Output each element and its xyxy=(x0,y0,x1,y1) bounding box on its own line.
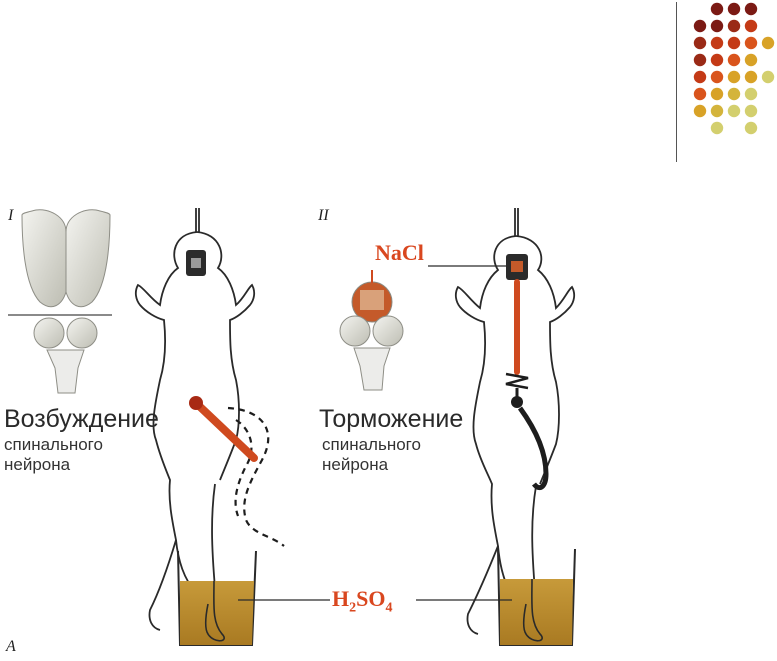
dot-grid-decoration xyxy=(693,2,775,135)
stimulation-point xyxy=(189,396,203,410)
decor-dot xyxy=(744,36,758,50)
decor-dot xyxy=(693,104,707,118)
excitation-title: Возбуждение xyxy=(4,405,159,433)
brain-window-fill xyxy=(511,261,523,272)
decor-dot xyxy=(710,2,724,16)
decor-dot xyxy=(727,53,741,67)
decor-dot xyxy=(727,87,741,101)
inhibition-line-1: спинального xyxy=(322,435,421,454)
acid-beaker-icon xyxy=(177,550,257,646)
decor-dot xyxy=(761,70,775,84)
decor-dot xyxy=(710,19,724,33)
divider-line xyxy=(676,2,677,162)
decor-dot xyxy=(710,87,724,101)
acid-label: H2SO4 xyxy=(332,586,393,616)
decor-dot xyxy=(710,53,724,67)
decor-dot xyxy=(693,87,707,101)
acid-beaker-icon xyxy=(497,548,576,646)
decor-dot xyxy=(761,36,775,50)
decor-dot xyxy=(727,104,741,118)
decor-dot xyxy=(744,87,758,101)
decor-dot xyxy=(710,36,724,50)
lifted-leg-dashed xyxy=(227,406,285,547)
frog-brain-icon xyxy=(8,209,112,394)
decor-dot xyxy=(744,19,758,33)
decor-dot xyxy=(727,36,741,50)
decor-dot xyxy=(744,104,758,118)
inhibition-title: Торможение xyxy=(319,405,464,433)
decor-dot xyxy=(693,36,707,50)
decor-dot xyxy=(744,2,758,16)
decor-dot xyxy=(727,19,741,33)
stimulation-point-2 xyxy=(511,396,523,408)
decor-dot xyxy=(693,53,707,67)
decor-dot xyxy=(710,121,724,135)
inhibition-line-2: нейрона xyxy=(322,455,389,474)
brain-window-fill xyxy=(191,258,201,268)
decor-dot xyxy=(744,121,758,135)
ligature xyxy=(505,372,529,390)
salt-label: NaCl xyxy=(375,240,424,265)
decor-dot xyxy=(727,70,741,84)
stimulated-nerve xyxy=(192,399,258,462)
decor-dot xyxy=(710,70,724,84)
panel-2-numeral: II xyxy=(318,207,329,224)
panel-1-numeral: I xyxy=(8,207,14,224)
frog-brain-salt-icon xyxy=(339,281,404,391)
corner-letter: А xyxy=(6,638,16,655)
decor-dot xyxy=(727,2,741,16)
decor-dot xyxy=(710,104,724,118)
decor-dot xyxy=(693,70,707,84)
lifted-leg-dashed-inner xyxy=(234,419,253,517)
leg-nerve xyxy=(517,406,549,491)
decor-dot xyxy=(744,70,758,84)
decor-dot xyxy=(693,19,707,33)
excitation-line-2: нейрона xyxy=(4,455,71,474)
excitation-line-1: спинального xyxy=(4,435,103,454)
decor-dot xyxy=(744,53,758,67)
